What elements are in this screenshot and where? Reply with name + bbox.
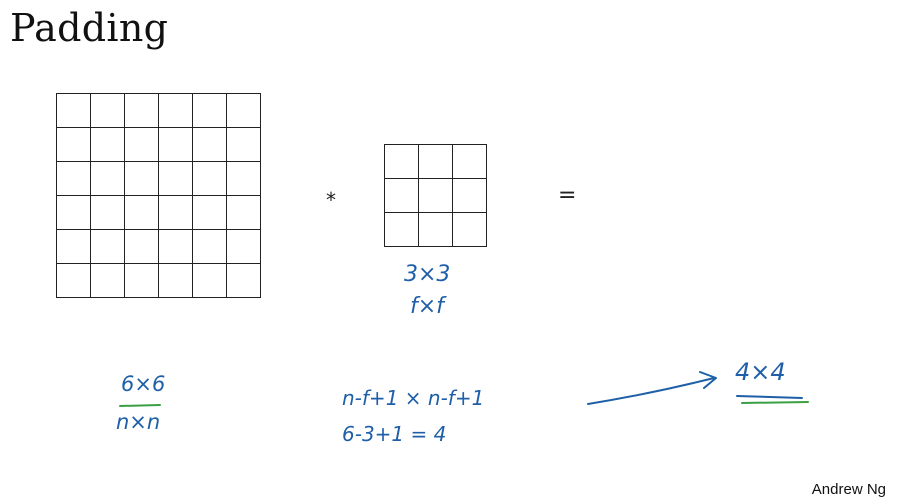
matrix-cell [90, 93, 125, 128]
output-size-formula: n-f+1 × n-f+1 [342, 386, 485, 410]
matrix-cell [226, 161, 261, 196]
slide-title: Padding [10, 6, 169, 50]
matrix-row [384, 144, 487, 179]
matrix-cell [226, 127, 261, 162]
input-matrix [56, 93, 261, 298]
matrix-cell [56, 229, 91, 264]
matrix-row [384, 212, 487, 247]
arrow-to-output-icon [587, 377, 715, 405]
matrix-cell [90, 127, 125, 162]
output-underline-green [741, 401, 809, 404]
matrix-row [56, 127, 261, 162]
convolution-operator: * [326, 188, 336, 212]
matrix-cell [192, 263, 227, 298]
matrix-row [56, 229, 261, 264]
filter-dimension-label: 3×3 [404, 262, 451, 287]
matrix-cell [226, 93, 261, 128]
filter-matrix [384, 144, 487, 247]
filter-symbol-label: f×f [410, 294, 444, 319]
input-symbol-label: n×n [116, 410, 161, 434]
matrix-cell [452, 212, 487, 247]
output-size-calculation: 6-3+1 = 4 [342, 422, 447, 446]
matrix-cell [56, 161, 91, 196]
matrix-cell [226, 229, 261, 264]
matrix-row [56, 263, 261, 298]
matrix-cell [158, 161, 193, 196]
output-underline-blue [736, 395, 803, 399]
matrix-cell [56, 93, 91, 128]
author-credit: Andrew Ng [811, 481, 886, 498]
matrix-cell [226, 263, 261, 298]
matrix-cell [56, 263, 91, 298]
matrix-cell [124, 127, 159, 162]
arrow-head-icon [699, 371, 717, 389]
matrix-cell [90, 195, 125, 230]
matrix-cell [158, 263, 193, 298]
input-dim-underline [119, 404, 161, 407]
matrix-cell [158, 229, 193, 264]
matrix-cell [226, 195, 261, 230]
matrix-cell [124, 229, 159, 264]
matrix-cell [452, 144, 487, 179]
output-dimension-label: 4×4 [735, 358, 786, 386]
input-dimension-label: 6×6 [121, 372, 166, 396]
equals-sign: = [558, 183, 577, 208]
matrix-cell [158, 127, 193, 162]
